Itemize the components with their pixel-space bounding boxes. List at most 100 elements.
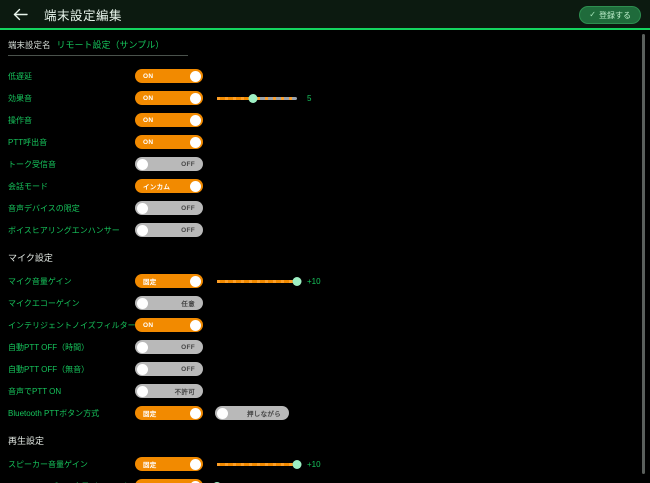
setting-row: 音声でPTT ON 不許可 — [0, 381, 650, 401]
toggle-knob — [190, 136, 201, 148]
setting-row-label: PTT呼出音 — [8, 137, 48, 147]
slider-value: +10 — [307, 276, 321, 286]
toggle-knob — [190, 407, 201, 419]
toggle-label: OFF — [181, 204, 195, 212]
setting-row-label: マイク音量ゲイン — [8, 276, 72, 286]
value-slider[interactable]: 5 — [217, 93, 312, 103]
toggle-switch[interactable]: 固定 — [135, 274, 203, 288]
check-icon: ✓ — [589, 10, 596, 19]
toggle-switch[interactable]: ON — [135, 113, 203, 127]
section-title: マイク設定 — [8, 253, 53, 263]
toggle-switch[interactable]: 不許可 — [135, 384, 203, 398]
toggle-knob — [137, 341, 148, 353]
toggle-switch[interactable]: OFF — [135, 340, 203, 354]
toggle-knob — [190, 92, 201, 104]
slider-track[interactable] — [217, 93, 297, 103]
slider-value: 1 — [307, 482, 311, 483]
toggle-label: ON — [143, 321, 154, 329]
value-slider[interactable]: +10 — [217, 459, 321, 469]
device-name-underline — [8, 55, 188, 56]
slider-thumb[interactable] — [292, 276, 302, 286]
slider-track[interactable] — [217, 459, 302, 469]
setting-row-label: 音声デバイスの限定 — [8, 203, 80, 213]
setting-row: Bluetooth PTTボタン方式 固定 押しながら — [0, 403, 650, 423]
toggle-label: インカム — [143, 184, 171, 191]
setting-row: 音声デバイスの限定 OFF — [0, 198, 650, 218]
slider-value: +10 — [307, 459, 321, 469]
register-button[interactable]: ✓ 登録する — [579, 6, 641, 24]
setting-row: Bluetoothメディア音量（Android）固定 1 — [0, 476, 650, 483]
setting-row: スピーカー音量ゲイン 固定 +10 — [0, 454, 650, 474]
slider-ticks — [217, 279, 297, 283]
settings-scroll-area: 端末設定名 リモート設定（サンプル） 低遅延 ON 効果音 ON 5 操作音 ON PTT呼出… — [0, 30, 650, 483]
setting-row: 会話モード インカム — [0, 176, 650, 196]
device-name-value: リモート設定（サンプル） — [56, 40, 165, 50]
toggle-switch[interactable]: インカム — [135, 179, 203, 193]
app-header: 端末設定編集 ✓ 登録する — [0, 0, 650, 30]
toggle-switch[interactable]: ON — [135, 135, 203, 149]
slider-thumb[interactable] — [248, 93, 258, 103]
toggle-knob — [190, 319, 201, 331]
toggle-label: ON — [143, 72, 154, 80]
toggle-label: OFF — [181, 365, 195, 373]
toggle-knob — [137, 297, 148, 309]
vertical-scrollbar[interactable] — [642, 34, 645, 474]
toggle-switch[interactable]: 固定 — [135, 479, 203, 483]
toggle-switch[interactable]: OFF — [135, 223, 203, 237]
toggle-switch-secondary[interactable]: 押しながら — [215, 406, 289, 420]
toggle-switch[interactable]: 固定 — [135, 406, 203, 420]
slider-thumb[interactable] — [292, 459, 302, 469]
value-slider[interactable]: 1 — [212, 481, 311, 483]
setting-row-label: 自動PTT OFF（無音） — [8, 364, 90, 374]
toggle-switch[interactable]: ON — [135, 69, 203, 83]
slider-thumb[interactable] — [212, 481, 222, 483]
setting-row-label: Bluetooth PTTボタン方式 — [8, 408, 100, 418]
setting-row-label: 低遅延 — [8, 71, 32, 81]
toggle-knob — [137, 158, 148, 170]
setting-row-label: マイクエコーゲイン — [8, 298, 80, 308]
toggle-knob — [190, 114, 201, 126]
toggle-label: OFF — [181, 226, 195, 234]
slider-value: 5 — [307, 93, 312, 103]
toggle-knob — [190, 70, 201, 82]
toggle-label: ON — [143, 116, 154, 124]
toggle-knob — [190, 480, 201, 483]
value-slider[interactable]: +10 — [217, 276, 321, 286]
toggle-label: OFF — [181, 343, 195, 351]
back-arrow-icon[interactable] — [8, 2, 32, 26]
toggle-label: 押しながら — [247, 411, 281, 418]
toggle-switch[interactable]: OFF — [135, 157, 203, 171]
toggle-switch[interactable]: 固定 — [135, 457, 203, 471]
slider-track[interactable] — [217, 276, 302, 286]
toggle-label: 不許可 — [174, 389, 195, 396]
toggle-label: ON — [143, 138, 154, 146]
toggle-label: ON — [143, 94, 154, 102]
device-name-label: 端末設定名 — [8, 40, 51, 50]
toggle-switch[interactable]: ON — [135, 91, 203, 105]
toggle-knob — [190, 458, 201, 470]
toggle-label: OFF — [181, 160, 195, 168]
setting-row: 自動PTT OFF（時間） OFF — [0, 337, 650, 357]
setting-row-label: 会話モード — [8, 181, 48, 191]
setting-row-label: 操作音 — [8, 115, 32, 125]
setting-row-label: 音声でPTT ON — [8, 386, 62, 396]
setting-row-label: 自動PTT OFF（時間） — [8, 342, 90, 352]
setting-row-label: 効果音 — [8, 93, 32, 103]
toggle-switch[interactable]: OFF — [135, 362, 203, 376]
setting-row-label: スピーカー音量ゲイン — [8, 459, 88, 469]
toggle-label: 固定 — [143, 279, 157, 286]
toggle-knob — [137, 363, 148, 375]
toggle-switch[interactable]: OFF — [135, 201, 203, 215]
toggle-label: 任意 — [181, 301, 195, 308]
slider-ticks — [217, 462, 297, 466]
toggle-knob — [137, 224, 148, 236]
toggle-knob — [137, 385, 148, 397]
toggle-switch[interactable]: ON — [135, 318, 203, 332]
setting-row-label: Bluetoothメディア音量（Android） — [8, 481, 135, 483]
setting-row: 低遅延 ON — [0, 66, 650, 86]
device-name-field[interactable]: 端末設定名 リモート設定（サンプル） — [0, 38, 650, 56]
toggle-switch[interactable]: 任意 — [135, 296, 203, 310]
